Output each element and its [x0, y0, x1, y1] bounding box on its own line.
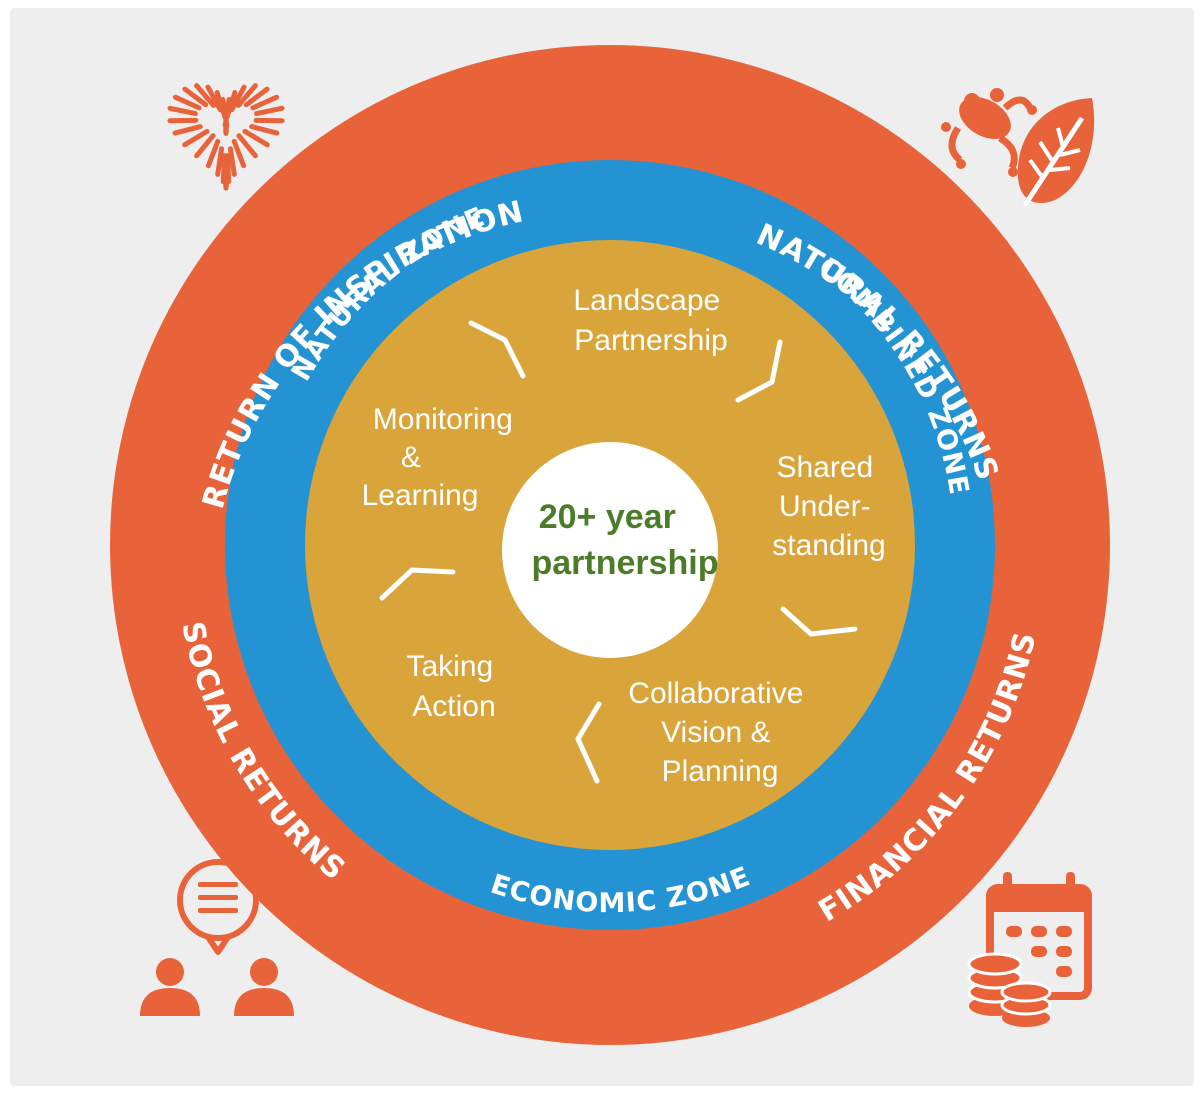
heart-ray	[249, 124, 280, 136]
frog-leaf-icon	[941, 88, 1095, 207]
center-disc	[502, 442, 718, 658]
heart-ray	[227, 146, 237, 177]
heart-ray	[220, 153, 227, 185]
heart-ray	[172, 124, 203, 136]
heart-ray	[172, 94, 202, 111]
heart-ray	[243, 86, 270, 108]
heart-ray	[182, 86, 209, 108]
heart-ray	[205, 138, 221, 169]
cycle-arrow-lower-right	[780, 606, 858, 637]
stage-monitoring-learning: Monitoring & Learning	[362, 403, 522, 512]
heart-ray	[229, 84, 247, 113]
heart-ray	[194, 83, 216, 108]
heart-ray	[182, 128, 210, 148]
heart-ray	[223, 102, 229, 134]
cycle-arrow-right	[735, 339, 783, 403]
heart-ray	[231, 138, 247, 169]
stage-shared-understanding: Shared Under- standing	[772, 451, 885, 562]
heart-ray	[236, 83, 258, 108]
people-speech-icon	[140, 859, 294, 1016]
heart-ray	[254, 105, 285, 117]
heart-burst-icon	[167, 83, 285, 191]
stage-taking-action: Taking Action	[406, 650, 501, 723]
heart-ray	[194, 133, 216, 159]
heart-ray	[250, 94, 280, 111]
cycle-arrow-top	[468, 320, 526, 379]
stage-collaborative-vision: Collaborative Vision & Planning	[628, 677, 811, 788]
heart-ray	[236, 133, 258, 159]
heart-ray	[242, 128, 270, 148]
heart-ray	[167, 105, 198, 117]
center-partnership-label: 20+ year partnership	[531, 498, 718, 582]
calendar-coins-icon	[967, 872, 1092, 1027]
heart-ray	[205, 84, 223, 113]
cycle-arrow-left	[379, 567, 456, 601]
cycle-arrow-bottom	[575, 701, 602, 784]
heart-ray	[215, 146, 225, 177]
stage-landscape-partnership: Landscape Partnership	[573, 284, 728, 357]
